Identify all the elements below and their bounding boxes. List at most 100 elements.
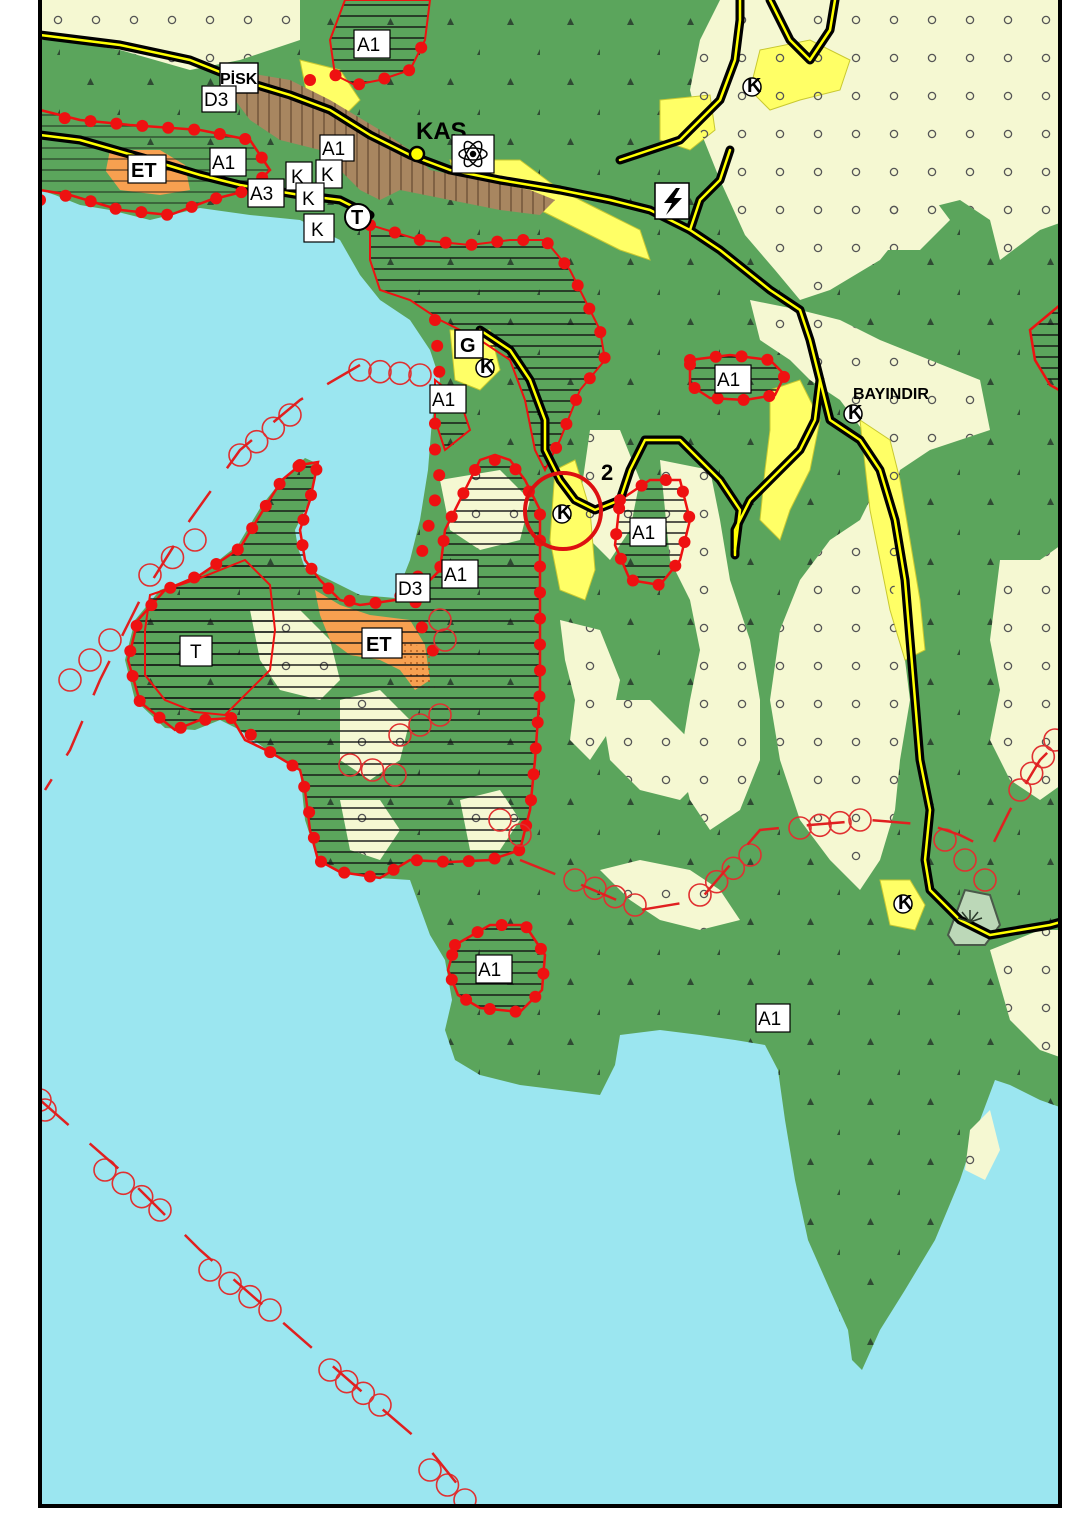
boundary-dot <box>517 234 530 246</box>
protection-circle <box>418 1458 442 1482</box>
map-labels: KAŞ PİSK BAYINDIR 2 A1 D3 A1 <box>127 29 983 1033</box>
boundary-dot <box>298 780 311 793</box>
boundary-dot <box>145 599 158 612</box>
boundary-dot <box>445 510 458 523</box>
svg-text:T: T <box>351 207 363 229</box>
svg-text:K: K <box>480 356 495 378</box>
protection-circle <box>433 628 457 652</box>
protection-circle <box>583 876 607 901</box>
protection-circle <box>98 628 122 652</box>
svg-text:A1: A1 <box>322 139 345 160</box>
protection-circle <box>129 1184 154 1209</box>
protection-circle <box>218 1271 242 1296</box>
boundary-dot <box>429 417 441 430</box>
protection-circle <box>368 1393 392 1417</box>
boundary-dot <box>433 365 446 378</box>
boundary-dot <box>488 852 501 865</box>
zone-label-t: T <box>179 635 213 667</box>
boundary-dot <box>133 695 146 707</box>
boundary-dot <box>188 571 201 584</box>
boundary-dot <box>378 72 391 85</box>
boundary-dot <box>431 339 444 352</box>
boundary-dot <box>338 866 351 879</box>
boundary-dot <box>571 279 584 292</box>
boundary-dot <box>437 534 450 547</box>
zone-label-et-mid: ET <box>361 627 403 659</box>
boundary-dot <box>594 326 607 339</box>
boundary-dot <box>534 612 546 625</box>
boundary-dot <box>429 314 441 326</box>
protection-circle <box>623 893 647 917</box>
agriculture-dot-pattern <box>990 545 1060 800</box>
boundary-dot <box>445 973 458 986</box>
zone-label-d3-mid: D3 <box>395 573 431 603</box>
protection-circle <box>338 753 362 777</box>
svg-text:A1: A1 <box>432 390 455 411</box>
protection-circle <box>238 1284 262 1309</box>
k-symbol-site-2: K <box>552 502 572 524</box>
boundary-dot <box>364 870 376 883</box>
boundary-dot <box>583 372 596 385</box>
zone-label-a1-mid: A1 <box>441 559 479 589</box>
boundary-dots <box>40 41 790 1018</box>
main-road-coastal-inner <box>40 33 822 557</box>
boundary-dot <box>436 855 449 868</box>
boundary-dot <box>188 123 201 136</box>
boundary-dot <box>307 831 320 844</box>
zone-label-g: G <box>454 329 484 359</box>
svg-text:K: K <box>557 502 572 524</box>
protection-circle <box>388 723 412 747</box>
boundary-dot <box>541 237 554 250</box>
boundary-dot <box>264 746 277 759</box>
boundary-dot <box>462 855 475 868</box>
boundary-dot <box>457 487 470 500</box>
boundary-dot <box>684 358 696 371</box>
boundary-dot <box>59 189 72 202</box>
boundary-dot <box>509 463 522 476</box>
protection-circle <box>388 361 412 386</box>
boundary-dot <box>534 560 546 573</box>
boundary-dot <box>305 562 318 575</box>
boundary-dot <box>426 644 439 657</box>
zone-label-a1-coast: A1 <box>755 1003 791 1033</box>
boundary-dot <box>439 236 452 249</box>
protection-circle <box>183 528 207 552</box>
boundary-dot <box>533 690 546 703</box>
site-number-label: 2 <box>601 460 613 485</box>
boundary-dot <box>614 552 627 565</box>
protection-circle <box>318 1358 342 1382</box>
boundary-dot <box>292 460 305 473</box>
boundary-dot <box>534 664 546 677</box>
protection-circle <box>383 763 407 787</box>
svg-text:A1: A1 <box>632 523 655 544</box>
agriculture-dot-pattern <box>690 0 1060 300</box>
boundary-dot <box>164 581 177 594</box>
zone-label-et-west: ET <box>127 154 167 184</box>
protection-circle <box>688 883 712 907</box>
protection-circle <box>788 816 812 840</box>
boundary-dot <box>286 759 299 772</box>
svg-text:T: T <box>190 642 202 663</box>
boundary-dot <box>534 942 547 955</box>
zone-label-k4: K <box>303 213 335 243</box>
boundary-dot <box>124 645 137 657</box>
boundary-dot <box>225 712 238 724</box>
protection-circle <box>78 648 102 672</box>
boundary-dot <box>185 200 198 213</box>
boundary-dot <box>613 502 626 515</box>
boundary-dot <box>550 441 563 454</box>
protection-circle <box>408 363 432 387</box>
boundary-dot <box>273 477 286 490</box>
kas-center-dot <box>408 145 426 163</box>
zone-label-a3: A3 <box>247 178 285 208</box>
protection-circle <box>408 713 432 737</box>
svg-text:D3: D3 <box>204 90 228 111</box>
svg-text:K: K <box>311 220 324 241</box>
boundary-dot <box>537 967 550 980</box>
boundary-dot <box>305 489 317 501</box>
boundary-dot <box>465 238 478 251</box>
protection-circle <box>261 416 286 441</box>
boundary-dot <box>231 543 244 556</box>
boundary-dot <box>471 926 484 939</box>
boundary-dot <box>244 728 257 741</box>
